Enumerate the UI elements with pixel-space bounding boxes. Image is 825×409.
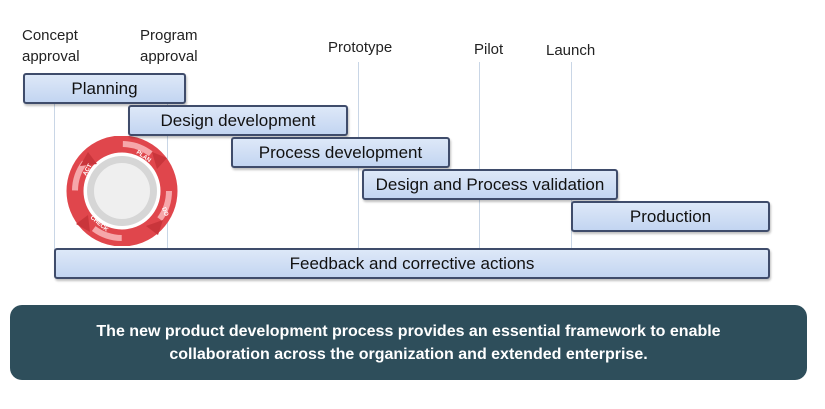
phase-planning: Planning: [23, 73, 186, 104]
pdca-cycle-graphic: PLAN DO CHECK ACT: [66, 136, 178, 246]
caption-line-1: The new product development process prov…: [96, 322, 721, 340]
caption-box: The new product development process prov…: [10, 305, 807, 380]
milestone-program-line1: Program: [140, 27, 198, 44]
phase-production: Production: [571, 201, 770, 232]
pdca-arrowhead-act: [80, 152, 97, 166]
phase-design-development: Design development: [128, 105, 348, 136]
phase-design-process-validation: Design and Process validation: [362, 169, 618, 200]
milestone-pilot: Pilot: [474, 41, 504, 58]
pdca-label-act: ACT: [82, 163, 93, 177]
pdca-arrowhead-check: [76, 215, 90, 232]
milestone-launch: Launch: [546, 42, 596, 59]
milestone-program-line2: approval: [140, 48, 198, 65]
pdca-ring-highlight: [72, 141, 172, 241]
milestone-line-pilot: [479, 62, 480, 252]
milestone-program-approval: Program approval: [140, 25, 198, 67]
milestone-prototype: Prototype: [328, 39, 393, 56]
phase-process-development: Process development: [231, 137, 450, 168]
pdca-label-do: DO: [160, 207, 169, 218]
pdca-arrowhead-do: [146, 220, 163, 235]
caption-line-2: collaboration across the organization an…: [169, 345, 648, 363]
milestone-line-concept: [54, 104, 55, 254]
pdca-center: [94, 163, 150, 219]
milestone-concept-approval: Concept approval: [22, 25, 80, 67]
milestone-line-launch: [571, 62, 572, 252]
pdca-arrowhead-plan: [152, 152, 167, 169]
phase-feedback-corrective-actions: Feedback and corrective actions: [54, 248, 770, 279]
milestone-concept-line2: approval: [22, 48, 80, 65]
milestone-concept-line1: Concept: [22, 27, 78, 44]
